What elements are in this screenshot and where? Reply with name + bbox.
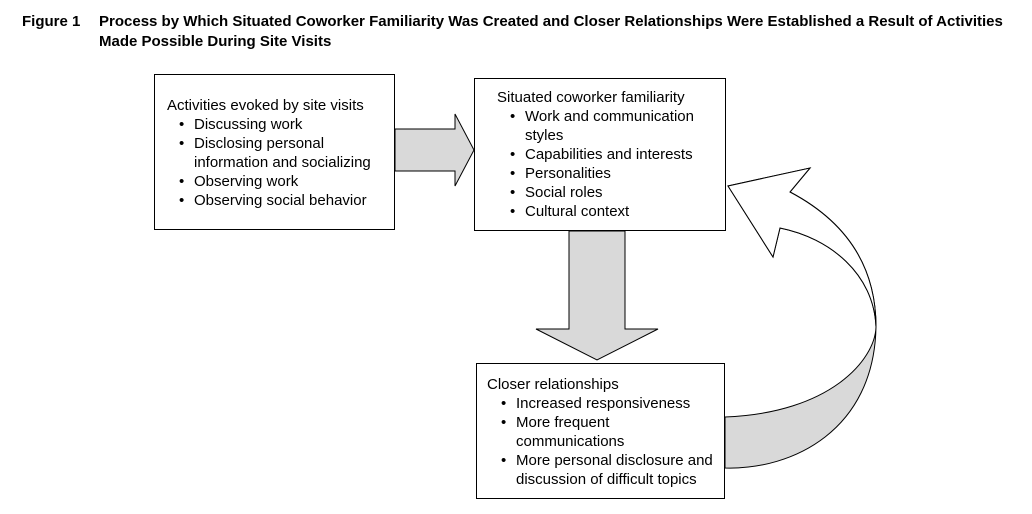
list-item: Increased responsiveness [501, 394, 724, 413]
relationships-list: Increased responsiveness More frequent c… [501, 394, 724, 489]
activities-list: Discussing work Disclosing personal info… [179, 115, 394, 210]
figure-title: Process by Which Situated Coworker Famil… [99, 13, 1003, 50]
activities-title: Activities evoked by site visits [167, 97, 364, 114]
list-item: Observing work [179, 172, 394, 191]
list-item: More frequent communications [501, 413, 666, 451]
relationships-box: Closer relationships Increased responsiv… [476, 363, 725, 499]
list-item: Disclosing personal information and soci… [179, 134, 399, 172]
list-item: Personalities [510, 164, 725, 183]
list-item: Capabilities and interests [510, 145, 725, 164]
familiarity-list: Work and communication styles Capabiliti… [510, 107, 725, 221]
figure-label: Figure 1 [22, 13, 81, 30]
list-item: Work and communication styles [510, 107, 715, 145]
familiarity-box: Situated coworker familiarity Work and c… [474, 78, 726, 231]
familiarity-title: Situated coworker familiarity [497, 89, 685, 106]
arrow-feedback-face [727, 167, 877, 328]
list-item: Discussing work [179, 115, 394, 134]
list-item: Social roles [510, 183, 725, 202]
arrow-familiarity-to-relationships [535, 230, 659, 361]
list-item: Observing social behavior [179, 191, 394, 210]
arrow-activities-to-familiarity [394, 113, 475, 187]
list-item: More personal disclosure and discussion … [501, 451, 731, 489]
activities-box: Activities evoked by site visits Discuss… [154, 74, 395, 230]
relationships-title: Closer relationships [487, 376, 619, 393]
list-item: Cultural context [510, 202, 725, 221]
